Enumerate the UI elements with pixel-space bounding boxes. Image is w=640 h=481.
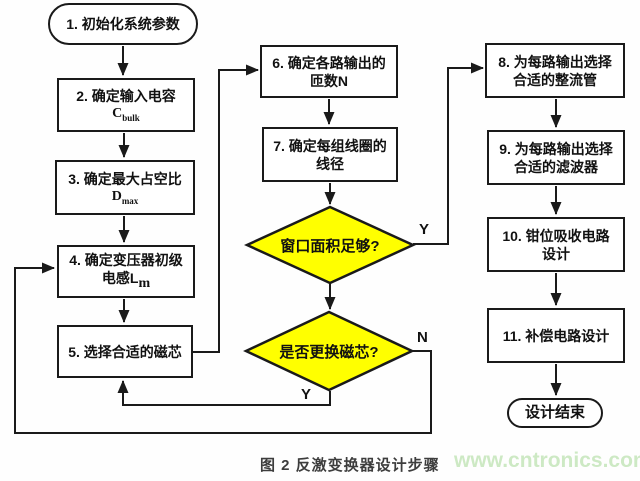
node-step11: 11. 补偿电路设计 (487, 308, 625, 363)
branch-label-window-yes: Y (419, 221, 430, 238)
node-step5-label: 5. 选择合适的磁芯 (68, 343, 182, 360)
node-step10-line2: 设计 (542, 245, 570, 262)
node-step2-line1: 2. 确定输入电容 (76, 88, 176, 104)
node-step6: 6. 确定各路输出的 匝数N (260, 45, 398, 98)
decision-window-shape (243, 205, 417, 285)
node-step10: 10. 钳位吸收电路 设计 (487, 217, 625, 272)
node-step6-line1: 6. 确定各路输出的 (272, 54, 386, 71)
node-end-label: 设计结束 (524, 404, 585, 421)
formula-main: D (111, 188, 122, 204)
node-step3-formula: Dmax (112, 188, 139, 206)
node-step6-line2: 匝数N (309, 72, 349, 89)
formula-subscript: max (121, 195, 139, 206)
node-decision-core: 是否更换磁芯? (246, 312, 412, 390)
node-step7: 7. 确定每组线圈的 线径 (262, 127, 398, 182)
decision-window-label: 窗口面积足够? (280, 237, 380, 255)
node-decision-window: 窗口面积足够? (247, 207, 413, 283)
node-step3-line1: 3. 确定最大占空比 (68, 170, 182, 187)
node-step8: 8. 为每路输出选择 合适的整流管 (485, 43, 625, 98)
node-step3: 3. 确定最大占空比 Dmax (55, 160, 195, 215)
decision-core-shape (243, 310, 415, 392)
node-step8-line1: 8. 为每路输出选择 (498, 53, 612, 70)
node-step7-line1: 7. 确定每组线圈的 (273, 137, 387, 154)
node-start-label: 1. 初始化系统参数 (66, 16, 180, 32)
node-step4: 4. 确定变压器初级 电感Lm (57, 245, 195, 298)
formula-subscript: m (138, 275, 151, 291)
node-step2-formula: Cbulk (112, 105, 140, 123)
node-step10-line1: 10. 钳位吸收电路 (502, 227, 610, 244)
formula-main: 电感L (101, 269, 139, 286)
node-step9-line1: 9. 为每路输出选择 (499, 140, 613, 157)
decision-core-label: 是否更换磁芯? (279, 343, 379, 361)
node-step5: 5. 选择合适的磁芯 (57, 325, 193, 378)
node-step4-line1: 4. 确定变压器初级 (69, 251, 183, 268)
branch-label-core-yes: Y (301, 386, 312, 403)
node-step9-line2: 合适的滤波器 (514, 158, 598, 175)
node-step11-label: 11. 补偿电路设计 (502, 327, 610, 344)
node-step4-line2: 电感Lm (102, 269, 150, 293)
node-step2: 2. 确定输入电容 Cbulk (57, 78, 195, 132)
watermark-text: www.cntronics.com (454, 449, 640, 472)
node-end: 设计结束 (507, 398, 603, 428)
figure-caption: 图 2 反激变换器设计步骤 (260, 457, 440, 474)
formula-subscript: bulk (122, 112, 140, 123)
branch-label-core-no: N (417, 329, 428, 346)
node-step8-line2: 合适的整流管 (513, 71, 597, 88)
formula-main: C (112, 106, 123, 121)
node-step9: 9. 为每路输出选择 合适的滤波器 (487, 130, 625, 185)
node-step7-line2: 线径 (316, 155, 344, 172)
node-start: 1. 初始化系统参数 (48, 3, 198, 45)
